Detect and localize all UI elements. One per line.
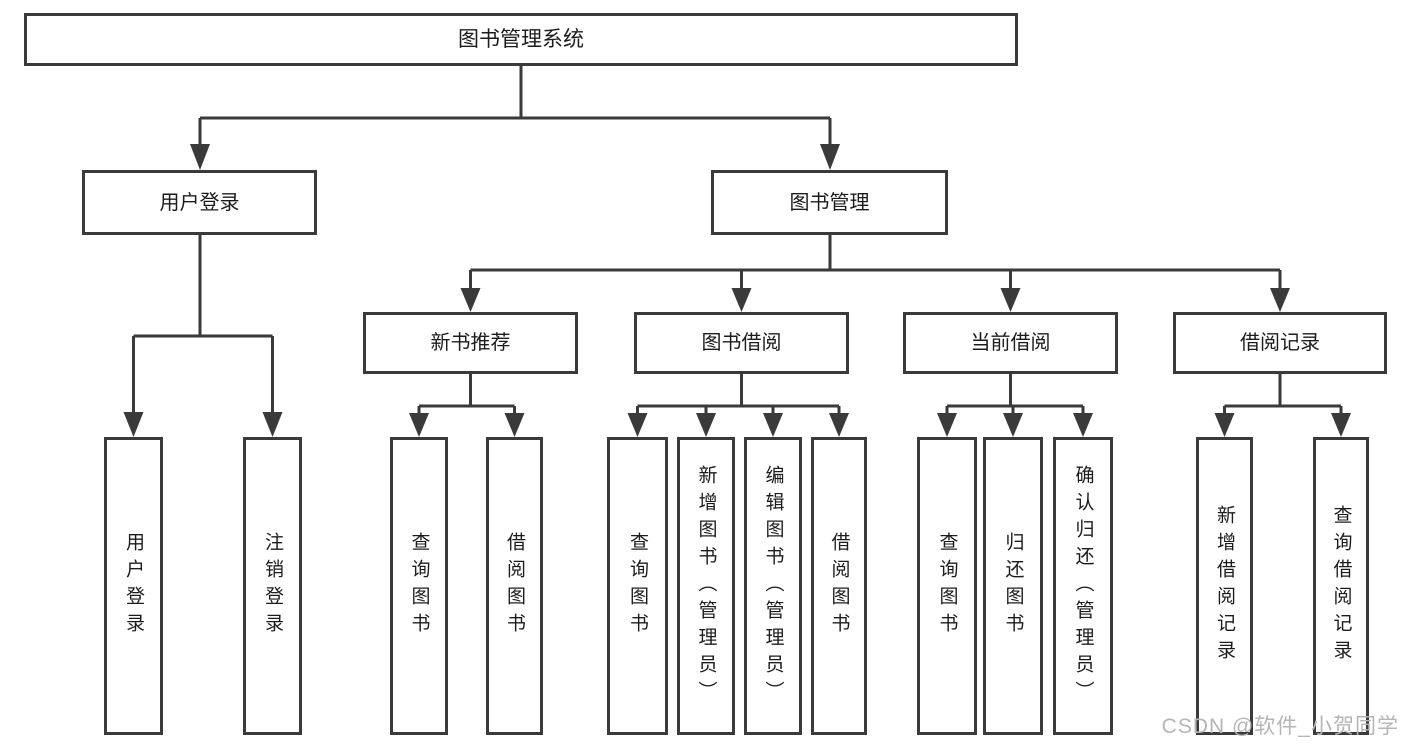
node-book-borrow: 图书借阅	[634, 312, 849, 374]
arrow-down-icon	[1214, 413, 1235, 437]
arrow-down-icon	[262, 412, 283, 437]
leaf-borrow-query-books: 查询图书	[607, 437, 668, 735]
node-label: 新增图书（管理员）	[695, 464, 717, 708]
leaf-user-login: 用户登录	[104, 437, 163, 735]
node-book-management: 图书管理	[711, 170, 948, 235]
connector-root-to-level2	[190, 66, 840, 170]
node-label: 图书管理	[789, 191, 870, 214]
node-label: 新增借阅记录	[1214, 505, 1235, 667]
node-user-login: 用户登录	[82, 170, 317, 235]
leaf-newbook-query-books: 查询图书	[390, 437, 448, 735]
arrow-down-icon	[1000, 288, 1021, 312]
arrow-down-icon	[460, 288, 481, 312]
arrow-down-icon	[190, 144, 210, 170]
arrow-down-icon	[829, 413, 849, 437]
node-borrow-record: 借阅记录	[1173, 312, 1387, 374]
arrow-down-icon	[937, 413, 957, 437]
leaf-logout: 注销登录	[243, 437, 302, 735]
connector-book-borrow-to-leaves	[627, 374, 849, 437]
arrow-down-icon	[820, 144, 840, 170]
arrow-down-icon	[731, 288, 752, 312]
arrow-down-icon	[1331, 413, 1351, 437]
connector-book-mgmt-to-level3	[460, 235, 1290, 312]
arrow-down-icon	[123, 412, 144, 437]
connector-new-book-to-leaves	[409, 374, 525, 437]
leaf-current-return-books: 归还图书	[983, 437, 1043, 735]
arrow-down-icon	[1270, 288, 1290, 312]
node-label: 确认归还（管理员）	[1072, 464, 1094, 708]
node-library-management-system: 图书管理系统	[24, 13, 1018, 66]
connector-user-login-to-leaves	[123, 235, 283, 437]
node-label: 用户登录	[159, 191, 240, 214]
leaf-borrow-edit-books-admin: 编辑图书（管理员）	[744, 437, 802, 735]
node-label: 查询图书	[936, 532, 958, 640]
arrow-down-icon	[627, 413, 648, 437]
node-label: 借阅图书	[828, 532, 850, 640]
leaf-record-add-borrow-record: 新增借阅记录	[1196, 437, 1253, 735]
node-label: 编辑图书（管理员）	[762, 464, 784, 708]
node-label: 借阅记录	[1240, 332, 1320, 354]
node-label: 图书管理系统	[458, 28, 584, 51]
connector-borrow-record-to-leaves	[1214, 374, 1351, 437]
node-label: 归还图书	[1002, 532, 1024, 640]
leaf-borrow-add-books-admin: 新增图书（管理员）	[677, 437, 735, 735]
node-label: 用户登录	[123, 532, 144, 640]
node-label: 查询图书	[627, 532, 648, 640]
node-label: 查询借阅记录	[1330, 505, 1352, 667]
leaf-record-query-borrow-record: 查询借阅记录	[1313, 437, 1369, 735]
node-label: 新书推荐	[430, 332, 511, 354]
node-new-book-recommend: 新书推荐	[363, 312, 578, 374]
arrow-down-icon	[763, 413, 783, 437]
arrow-down-icon	[1003, 413, 1023, 437]
node-current-borrow: 当前借阅	[903, 312, 1118, 374]
node-label: 图书借阅	[701, 332, 782, 354]
node-label: 借阅图书	[504, 532, 525, 640]
node-label: 注销登录	[262, 532, 283, 640]
leaf-newbook-borrow-books: 借阅图书	[486, 437, 543, 735]
arrow-down-icon	[504, 413, 525, 437]
csdn-watermark: CSDN @软件_小贺同学	[1161, 715, 1399, 738]
arrow-down-icon	[1073, 413, 1093, 437]
node-label: 当前借阅	[970, 332, 1051, 354]
arrow-down-icon	[696, 413, 716, 437]
leaf-borrow-borrow-books: 借阅图书	[811, 437, 867, 735]
arrow-down-icon	[409, 413, 429, 437]
node-label: 查询图书	[408, 532, 430, 640]
leaf-current-query-books: 查询图书	[917, 437, 977, 735]
connector-current-borrow-to-leaves	[937, 374, 1093, 437]
leaf-current-confirm-return-admin: 确认归还（管理员）	[1053, 437, 1113, 735]
